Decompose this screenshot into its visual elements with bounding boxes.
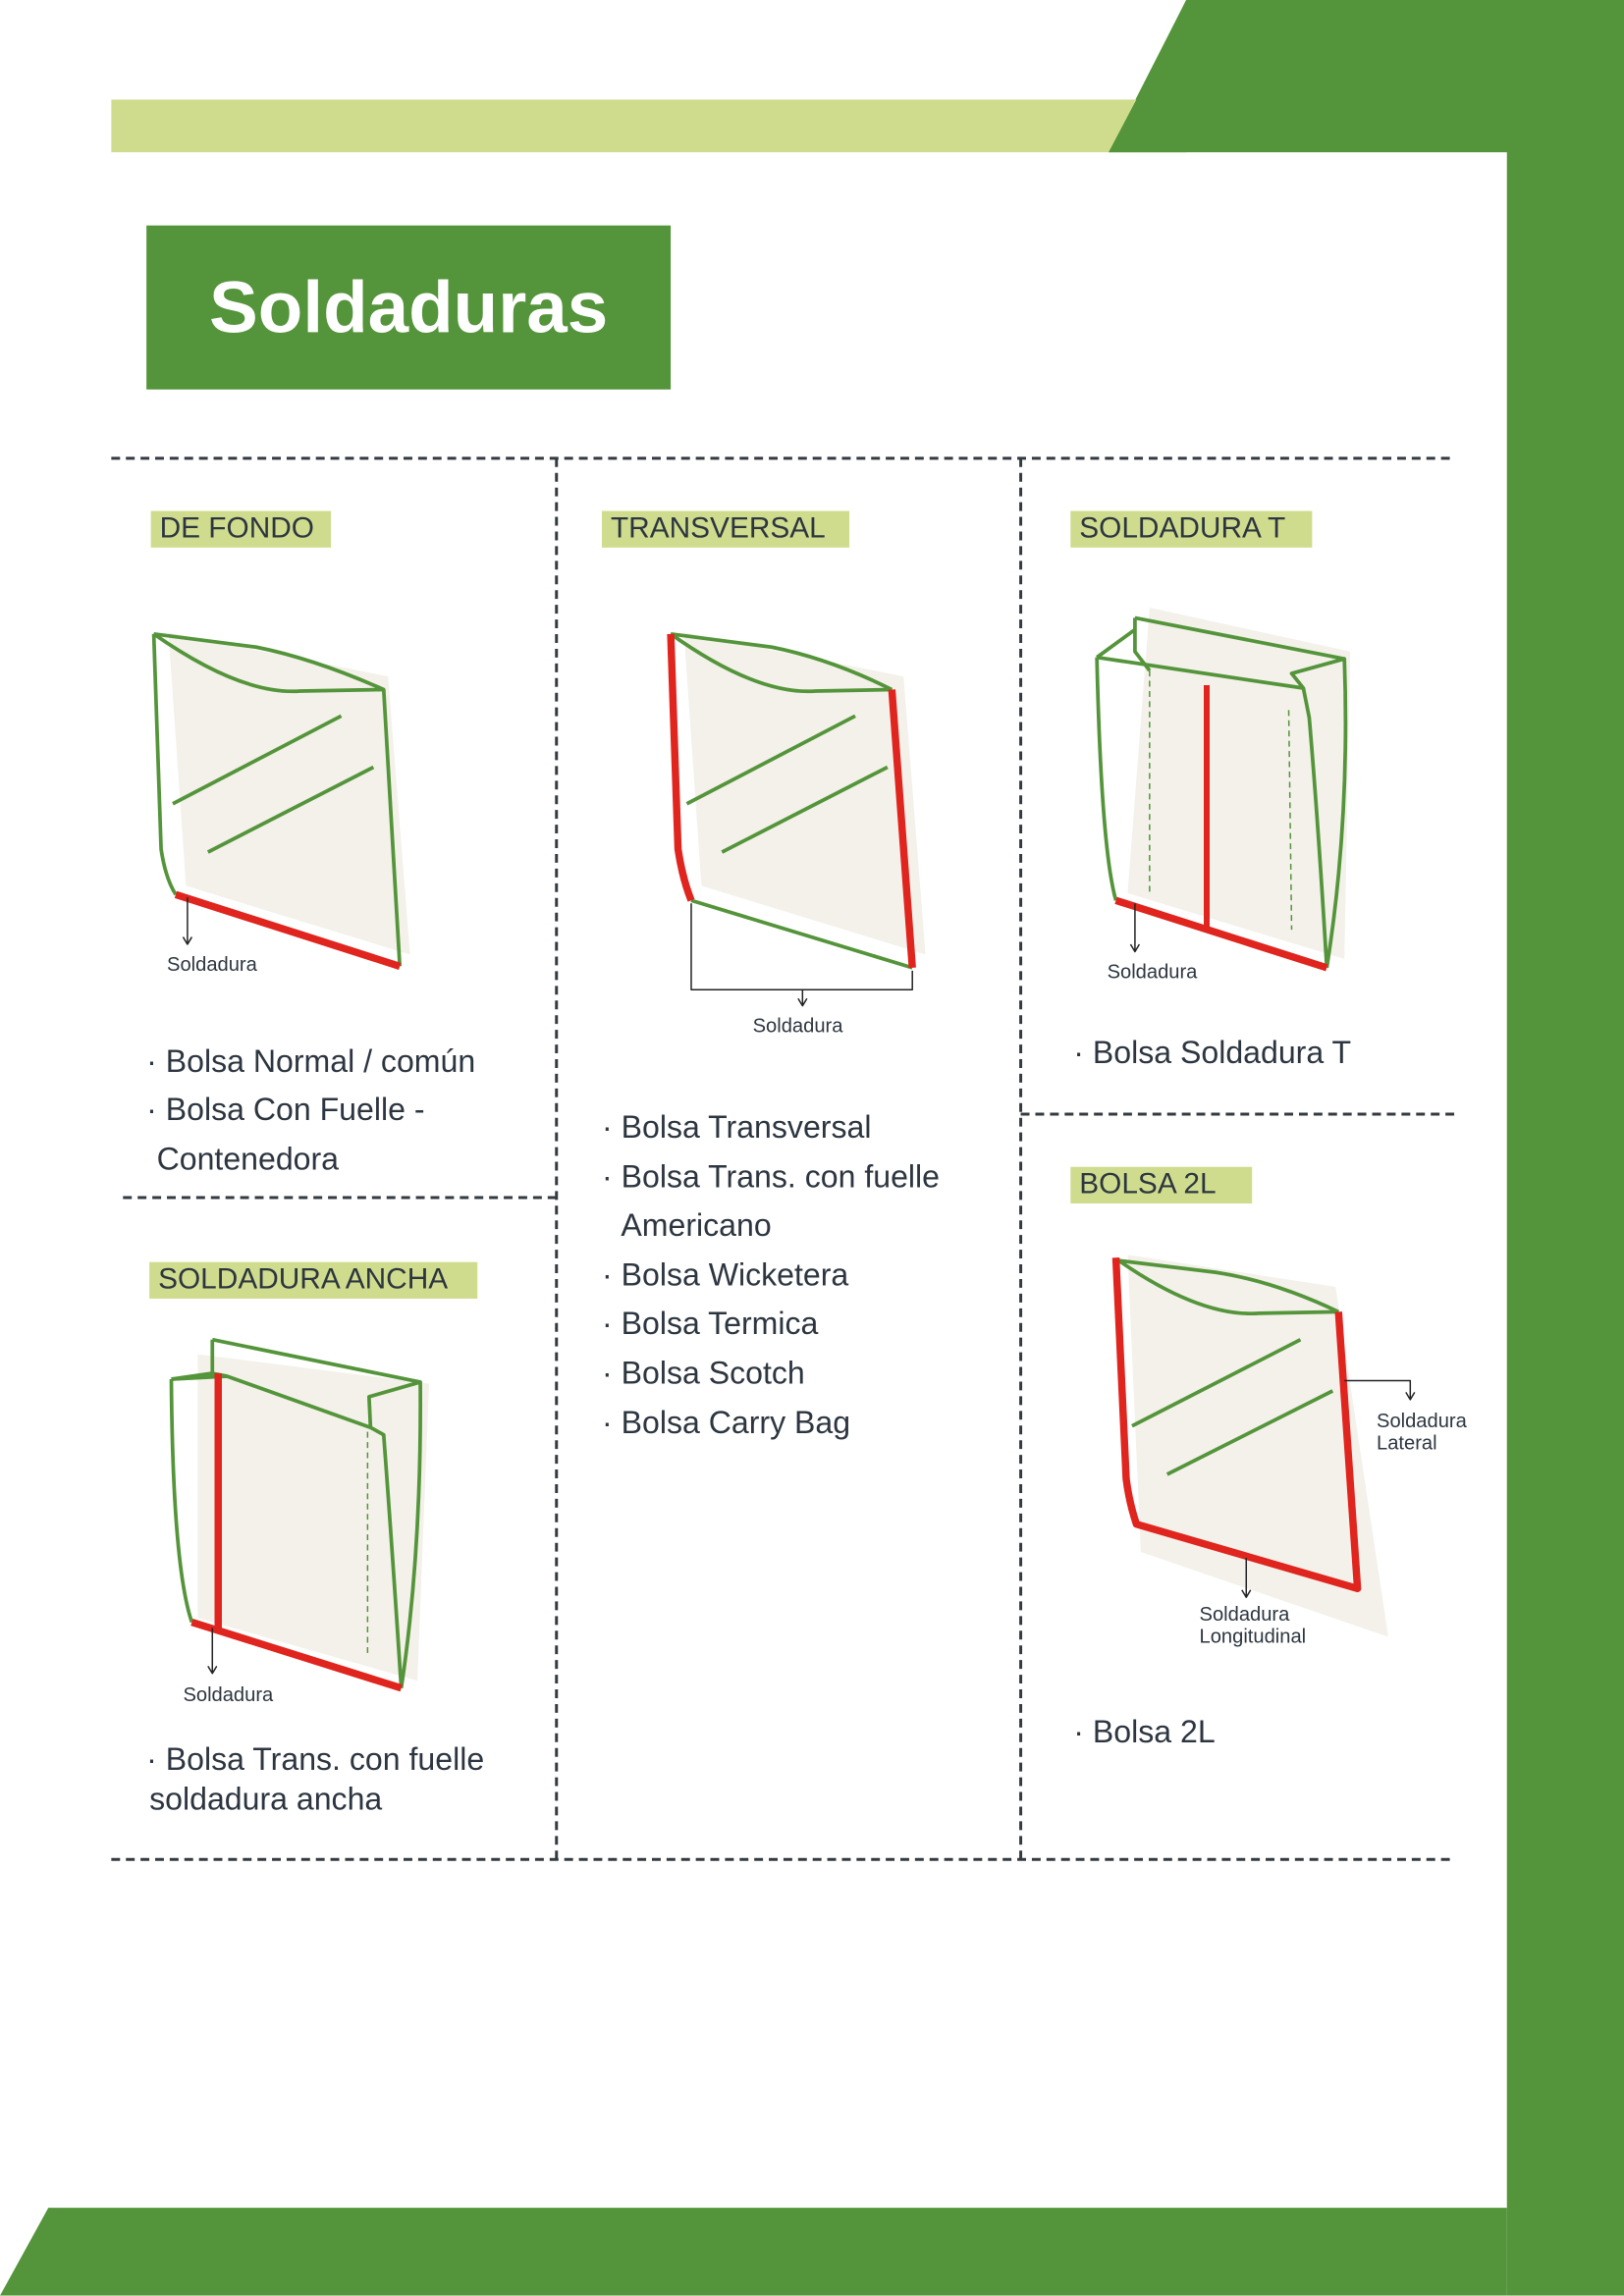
- weld-caption: Soldadura: [183, 1683, 274, 1706]
- weld-caption-lateral: Soldadura Lateral: [1377, 1410, 1467, 1454]
- section-label-bolsa-2l: BOLSA 2L: [1070, 1166, 1253, 1204]
- caption-line: Soldadura: [1377, 1410, 1467, 1432]
- list-item: · Bolsa Wicketera: [602, 1257, 849, 1293]
- list-item: · Bolsa Con Fuelle -: [146, 1092, 425, 1128]
- bag-soldadura-t-illustration: [1095, 607, 1351, 972]
- list-item: Americano: [621, 1207, 772, 1244]
- section-label-transversal: TRANSVERSAL: [602, 510, 850, 548]
- list-item: · Bolsa Transversal: [602, 1109, 872, 1146]
- list-item: · Bolsa Termica: [602, 1306, 819, 1342]
- weld-caption: Soldadura: [752, 1014, 843, 1037]
- section-label-soldadura-t: SOLDADURA T: [1070, 510, 1313, 548]
- list-item: soldadura ancha: [149, 1782, 383, 1817]
- list-item: · Bolsa Trans. con fuelle: [602, 1159, 941, 1196]
- weld-caption: Soldadura: [167, 952, 257, 976]
- divider: [1019, 457, 1023, 1860]
- bag-de-fondo-illustration: [151, 631, 410, 970]
- list-item: · Bolsa Normal / común: [146, 1043, 476, 1080]
- list-item: · Bolsa Carry Bag: [602, 1405, 851, 1441]
- list-item: · Bolsa 2L: [1073, 1714, 1216, 1750]
- divider: [123, 1196, 557, 1200]
- bag-2l-illustration: [1111, 1255, 1416, 1637]
- caption-line: Soldadura: [1199, 1603, 1290, 1626]
- caption-line: Lateral: [1377, 1431, 1437, 1455]
- divider: [111, 456, 1450, 460]
- caption-line: Longitudinal: [1199, 1625, 1307, 1647]
- divider: [555, 457, 559, 1860]
- weld-caption: Soldadura: [1107, 960, 1198, 983]
- list-item: · Bolsa Soldadura T: [1073, 1035, 1352, 1071]
- list-item: · Bolsa Scotch: [602, 1356, 805, 1391]
- page-title: Soldaduras: [146, 225, 672, 390]
- divider: [1020, 1112, 1455, 1116]
- section-label-soldadura-ancha: SOLDADURA ANCHA: [149, 1261, 478, 1299]
- divider: [111, 1857, 1450, 1861]
- list-item: · Bolsa Trans. con fuelle: [146, 1741, 485, 1778]
- section-label-de-fondo: DE FONDO: [150, 510, 332, 548]
- list-item: Contenedora: [156, 1142, 340, 1178]
- bag-transversal-illustration: [667, 631, 926, 1007]
- bag-soldadura-ancha-illustration: [169, 1337, 430, 1692]
- weld-caption-longitudinal: Soldadura Longitudinal: [1200, 1603, 1307, 1647]
